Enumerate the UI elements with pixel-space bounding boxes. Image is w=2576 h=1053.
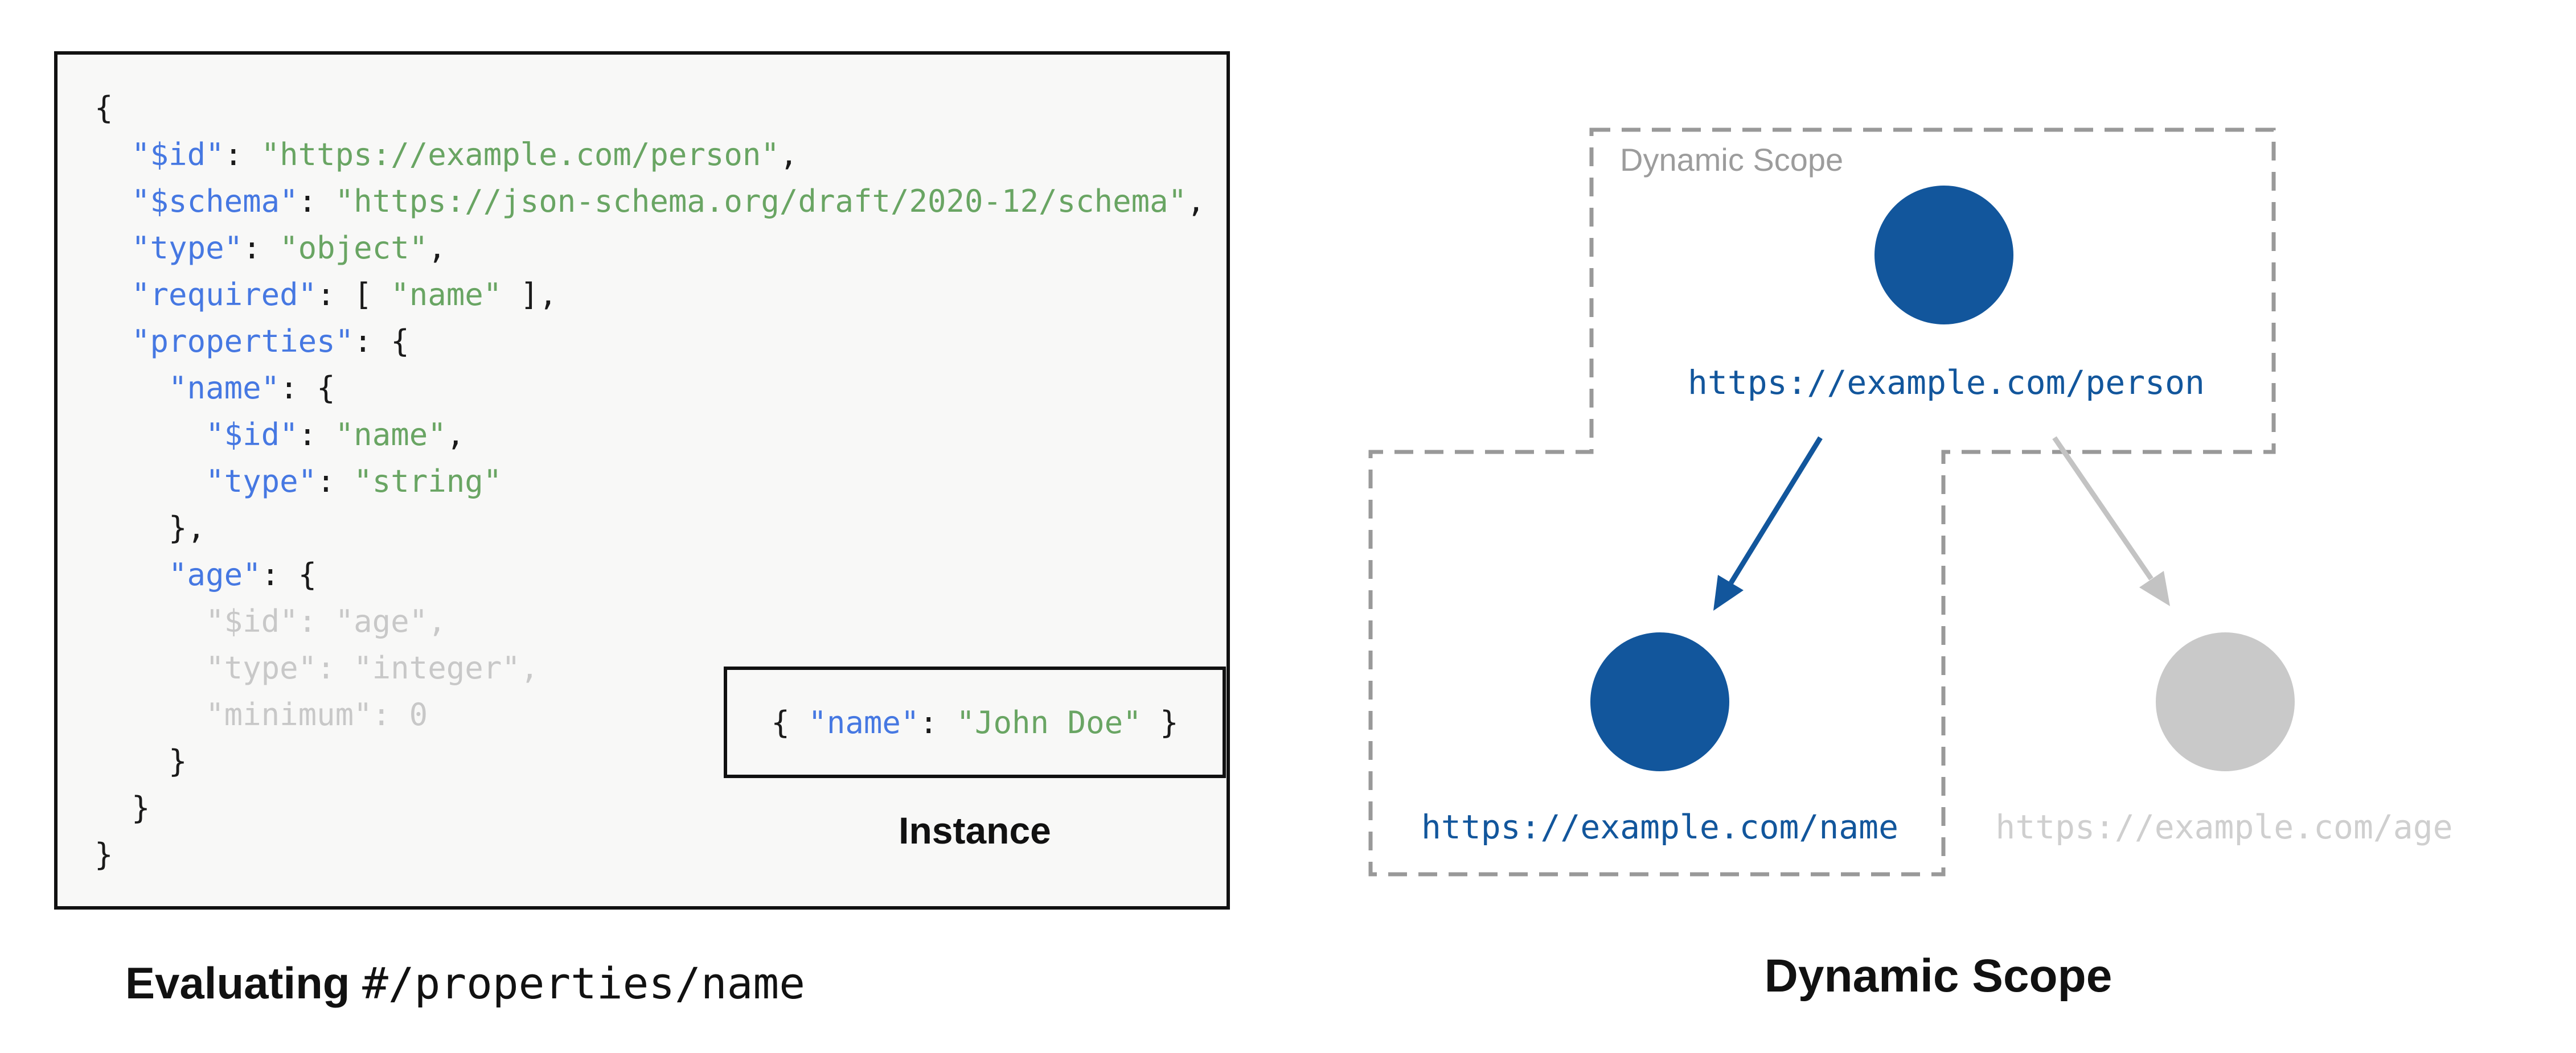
node-name — [1590, 632, 1729, 771]
code-token: "name" — [391, 277, 502, 312]
code-token: } — [1141, 704, 1179, 741]
evaluating-caption: Evaluating #/properties/name — [125, 957, 805, 1009]
node-age — [2156, 632, 2295, 771]
code-token: "object" — [280, 230, 428, 266]
code-line: "$schema": "https://json-schema.org/draf… — [95, 178, 1205, 225]
schema-panel: { "$id": "https://example.com/person", "… — [54, 51, 1230, 910]
code-token: "name" — [808, 704, 920, 741]
code-token: "age" — [169, 557, 261, 593]
code-token: ], — [502, 277, 557, 312]
code-line: } — [95, 832, 1205, 878]
code-token: { — [771, 704, 809, 741]
node-person — [1874, 186, 2013, 324]
code-line: "type": "string" — [95, 458, 1205, 505]
arrow-to-age — [2052, 436, 2153, 581]
json-pointer-path: #/properties/name — [362, 958, 805, 1009]
code-token: : — [243, 230, 280, 266]
code-token: : — [919, 704, 957, 741]
code-token: , — [1187, 183, 1205, 219]
code-token: "https://example.com/person" — [261, 137, 780, 172]
code-token: "type" — [206, 463, 317, 499]
code-token: : — [298, 183, 335, 219]
code-token: "https://json-schema.org/draft/2020-12/s… — [335, 183, 1187, 219]
code-token: : { — [280, 370, 335, 406]
code-token: "type" — [132, 230, 243, 266]
code-token: } — [95, 837, 113, 873]
code-token: : { — [354, 323, 409, 359]
code-token: "properties" — [132, 323, 354, 359]
code-token: "name" — [169, 370, 280, 406]
code-token: "required" — [132, 277, 317, 312]
instance-label: Instance — [899, 809, 1051, 852]
code-token: "$schema" — [132, 183, 298, 219]
code-token: "$id" — [206, 417, 298, 453]
code-line: } — [95, 738, 1205, 785]
code-token: , — [428, 230, 446, 266]
code-token: }, — [95, 510, 206, 546]
code-token: "John Doe" — [956, 704, 1142, 741]
code-token: , — [779, 137, 798, 172]
code-token: : — [317, 463, 354, 499]
instance-box: { "name": "John Doe" } — [724, 667, 1226, 778]
code-token: } — [95, 743, 187, 779]
code-token: "type": "integer", — [95, 650, 539, 686]
url-age: https://example.com/age — [1995, 808, 2453, 846]
arrow-to-name-head — [1713, 575, 1744, 611]
code-token: : — [224, 137, 261, 172]
code-line: "properties": { — [95, 318, 1205, 365]
code-token: "string" — [354, 463, 502, 499]
code-line: "type": "integer", — [95, 645, 1205, 692]
code-token: "minimum": 0 — [95, 697, 428, 733]
code-token: } — [95, 790, 150, 826]
code-token: "$id" — [132, 137, 224, 172]
code-token: : — [298, 417, 335, 453]
code-line: { — [95, 85, 1205, 131]
instance-json: { "name": "John Doe" } — [771, 705, 1178, 741]
code-line: "required": [ "name" ], — [95, 272, 1205, 318]
schema-code: { "$id": "https://example.com/person", "… — [95, 85, 1205, 878]
code-token: : [ — [317, 277, 391, 312]
code-line: }, — [95, 505, 1205, 552]
code-line: "type": "object", — [95, 225, 1205, 272]
code-line: "minimum": 0 — [95, 692, 1205, 738]
evaluating-word: Evaluating — [125, 958, 350, 1008]
arrow-to-age-head — [2139, 571, 2170, 606]
code-line: "$id": "name", — [95, 412, 1205, 458]
code-line: "$id": "https://example.com/person", — [95, 131, 1205, 178]
dynamic-scope-caption: Dynamic Scope — [1764, 950, 2113, 1002]
code-token: , — [446, 417, 465, 453]
arrow-to-name — [1729, 436, 1823, 585]
code-line: "name": { — [95, 365, 1205, 412]
code-token: "name" — [335, 417, 446, 453]
code-token: { — [95, 90, 113, 126]
url-person: https://example.com/person — [1688, 363, 2205, 402]
scope-outline — [1368, 127, 2276, 877]
url-name: https://example.com/name — [1421, 808, 1899, 846]
scope-label: Dynamic Scope — [1620, 142, 1844, 178]
code-token: : { — [261, 557, 317, 593]
code-line: "$id": "age", — [95, 598, 1205, 645]
code-token: "$id": "age", — [95, 603, 446, 639]
code-line: } — [95, 785, 1205, 832]
code-line: "age": { — [95, 552, 1205, 598]
